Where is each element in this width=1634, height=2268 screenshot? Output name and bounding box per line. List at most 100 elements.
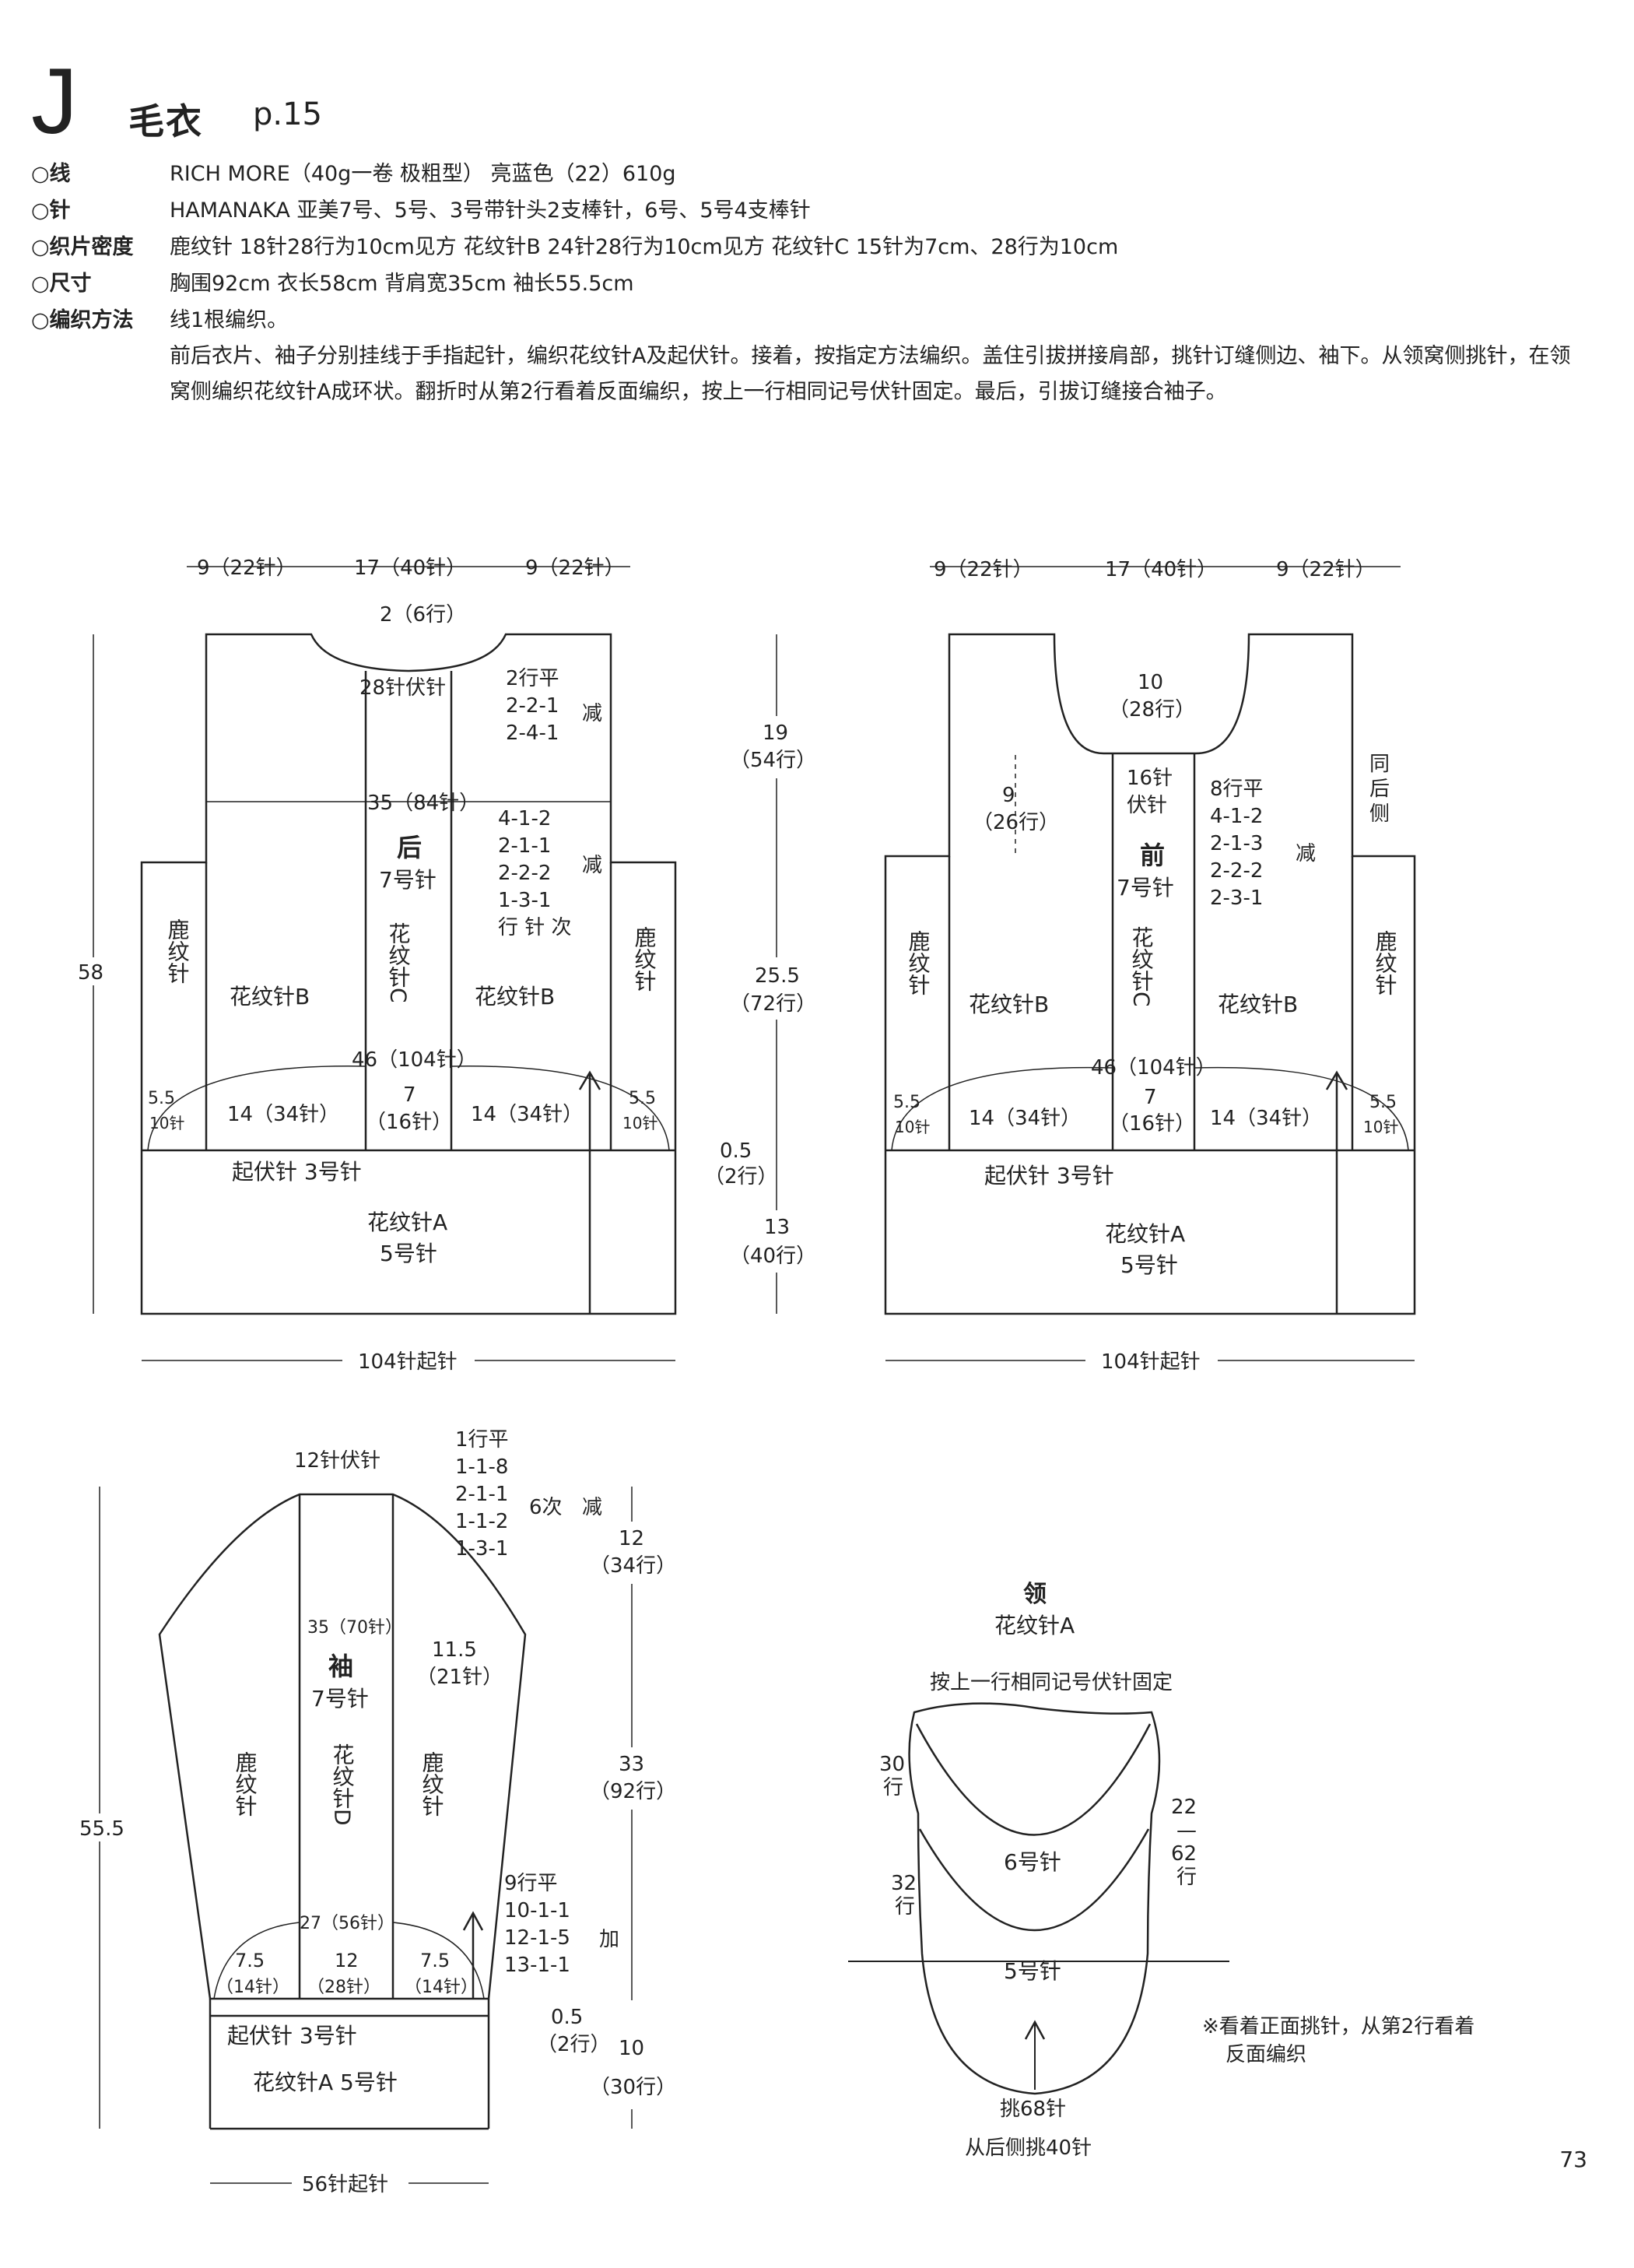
sleeve-garter: 起伏针 3号针 — [227, 2023, 357, 2049]
back-hem-val: 14（34针） — [227, 1103, 339, 1126]
sleeve-cap-rows: （34行） — [590, 1554, 676, 1578]
back-hem-val: 5.5 — [629, 1089, 656, 1108]
collar-rows-22: — — [1176, 1819, 1197, 1842]
front-garter: 起伏针 3号针 — [984, 1163, 1114, 1188]
sleeve-width-27: 27（56针） — [300, 1914, 394, 1933]
sleeve-low-rows: （30行） — [590, 2076, 676, 2099]
front-same-as-back: 后 — [1369, 778, 1390, 801]
sleeve-hem-val: 7.5 — [420, 1950, 450, 1971]
mid-dim: （54行） — [730, 749, 816, 772]
spec-gauge: ○织片密度 鹿纹针 18针28行为10cm见方 花纹针B 24针28行为10cm… — [31, 229, 1580, 265]
sleeve-cap-dec-line: 1行平 — [455, 1428, 509, 1452]
front-hem-val: 14（34针） — [1210, 1107, 1322, 1130]
spec-size: ○尺寸 胸围92cm 衣长58cm 背肩宽35cm 袖长55.5cm — [31, 265, 1580, 302]
front-neck-dec-line: 4-1-2 — [1210, 805, 1263, 828]
collar-rows-22: 行 — [1176, 1866, 1197, 1889]
spec-label: ○针 — [31, 198, 71, 223]
section-letter: J — [31, 49, 78, 153]
front-width-46: 46（104针） — [1091, 1056, 1216, 1080]
back-needle-a: 5号针 — [380, 1241, 437, 1266]
mid-dim: 0.5 — [720, 1139, 752, 1163]
sleeve-height: 55.5 — [79, 1817, 124, 1841]
sleeve-side-left: 鹿纹针 — [233, 1751, 258, 1817]
back-neck-rows: 2（6行） — [380, 603, 466, 627]
back-hem-val: 14（34针） — [471, 1103, 583, 1126]
collar-needle-6: 6号针 — [1004, 1849, 1061, 1875]
front-piece-labels: 9（22针） 17（40针） 9（22针） 10 （28行） 9 （26行） 1… — [893, 558, 1398, 1374]
back-dim-mid: 17（40针） — [354, 556, 466, 580]
front-hem-val: （16针） — [1109, 1112, 1195, 1136]
back-height: 58 — [78, 961, 103, 985]
back-piece-name: 后 — [397, 833, 422, 862]
spec-list: ○线 RICH MORE（40g一卷 极粗型） 亮蓝色（22）610g ○针 H… — [31, 156, 1580, 410]
collar-note-top: 按上一行相同记号伏针固定 — [930, 1671, 1173, 1694]
front-dim-left: 9（22针） — [934, 558, 1033, 581]
sleeve-hem-val: （28针） — [307, 1978, 380, 1997]
front-neck-depth: 10 — [1138, 671, 1163, 694]
mid-dim: （40行） — [730, 1245, 816, 1268]
front-needle: 7号针 — [1117, 875, 1174, 901]
back-neck-bind: 28针伏针 — [359, 676, 446, 700]
back-arm-dec-line: 4-1-2 — [498, 807, 551, 830]
back-arm-dec-line: 1-3-1 — [498, 889, 551, 912]
mid-dim: （2行） — [704, 1165, 778, 1188]
page-reference: p.15 — [253, 97, 323, 132]
back-garter: 起伏针 3号针 — [232, 1159, 362, 1185]
front-same-as-back: 侧 — [1369, 802, 1390, 826]
back-width-35: 35（84针） — [367, 792, 479, 815]
front-side-rows: （26行） — [973, 811, 1059, 834]
mid-dim: 19 — [763, 721, 788, 745]
sleeve-hem-val: 12 — [335, 1950, 359, 1971]
collar-needle-5: 5号针 — [1004, 1958, 1061, 1984]
front-pattern-b-left: 花纹针B — [969, 992, 1049, 1017]
sleeve-inc-label: 加 — [599, 1928, 619, 1951]
collar-rows-32: 行 — [895, 1895, 915, 1919]
sleeve-low-rows: 0.5 — [551, 2006, 583, 2029]
collar-note: 反面编织 — [1226, 2043, 1306, 2066]
back-arm-dec-line: 行 针 次 — [498, 916, 572, 939]
back-neck-dec-label: 减 — [582, 702, 602, 725]
back-pattern-b-right: 花纹针B — [475, 984, 555, 1009]
back-arm-dec-line: 2-2-2 — [498, 862, 551, 885]
collar-rows-32: 32 — [891, 1872, 917, 1895]
sleeve-inc-line: 12-1-5 — [504, 1926, 570, 1950]
spec-label: ○织片密度 — [31, 235, 134, 259]
spec-value: HAMANAKA 亚美7号、5号、3号带针头2支棒针，6号、5号4支棒针 — [170, 198, 811, 223]
collar-pattern: 花纹针A — [994, 1613, 1075, 1638]
back-side-left: 鹿纹针 — [165, 918, 191, 984]
back-side-right: 鹿纹针 — [632, 926, 657, 992]
front-hem-val: 10针 — [1363, 1118, 1398, 1136]
back-pattern-a: 花纹针A — [367, 1209, 447, 1235]
sleeve-cap-dec-line: 1-1-2 — [455, 1510, 508, 1533]
sleeve-dec-label: 减 — [582, 1496, 602, 1519]
back-width-46: 46（104针） — [352, 1048, 477, 1072]
front-neck-bind: 伏针 — [1127, 794, 1167, 817]
sleeve-hem-val: 7.5 — [235, 1950, 265, 1971]
sleeve-cap-dec-line: 2-1-1 — [455, 1483, 508, 1506]
mid-dim: （72行） — [730, 992, 816, 1016]
sleeve-low-rows: 10 — [619, 2037, 644, 2060]
spec-value: 线1根编织。 — [170, 308, 289, 332]
back-needle: 7号针 — [379, 867, 437, 893]
sleeve-cap-rows: 12 — [619, 1527, 644, 1550]
sleeve-labels: 12针伏针 1行平 1-1-8 2-1-1 1-1-2 1-3-1 6次 减 1… — [74, 1428, 677, 2198]
back-center-pattern: 花纹针C — [386, 922, 412, 1003]
mid-dim: 13 — [764, 1216, 790, 1239]
sleeve-side-right: 鹿纹针 — [419, 1751, 445, 1817]
front-side-left: 鹿纹针 — [906, 930, 931, 995]
sleeve-low-rows: （2行） — [537, 2033, 611, 2056]
collar-rows-22: 22 — [1171, 1796, 1197, 1819]
spec-yarn: ○线 RICH MORE（40g一卷 极粗型） 亮蓝色（22）610g — [31, 156, 1580, 192]
front-neck-dec-line: 8行平 — [1210, 778, 1264, 801]
collar-note: ※看着正面挑针，从第2行看着 — [1202, 2015, 1474, 2038]
sleeve-inc-line: 9行平 — [504, 1872, 558, 1895]
front-piece-outline — [884, 633, 1416, 1315]
sleeve-width-35: 35（70针） — [307, 1618, 402, 1638]
front-needle-a: 5号针 — [1120, 1252, 1178, 1278]
back-pattern-b-left: 花纹针B — [230, 984, 310, 1009]
method-paragraph: 前后衣片、袖子分别挂线于手指起针，编织花纹针A及起伏针。接着，按指定方法编织。盖… — [170, 344, 1571, 404]
spec-label: ○尺寸 — [31, 272, 92, 296]
back-arm-dec-label: 减 — [582, 854, 602, 877]
spec-label: ○线 — [31, 162, 71, 186]
